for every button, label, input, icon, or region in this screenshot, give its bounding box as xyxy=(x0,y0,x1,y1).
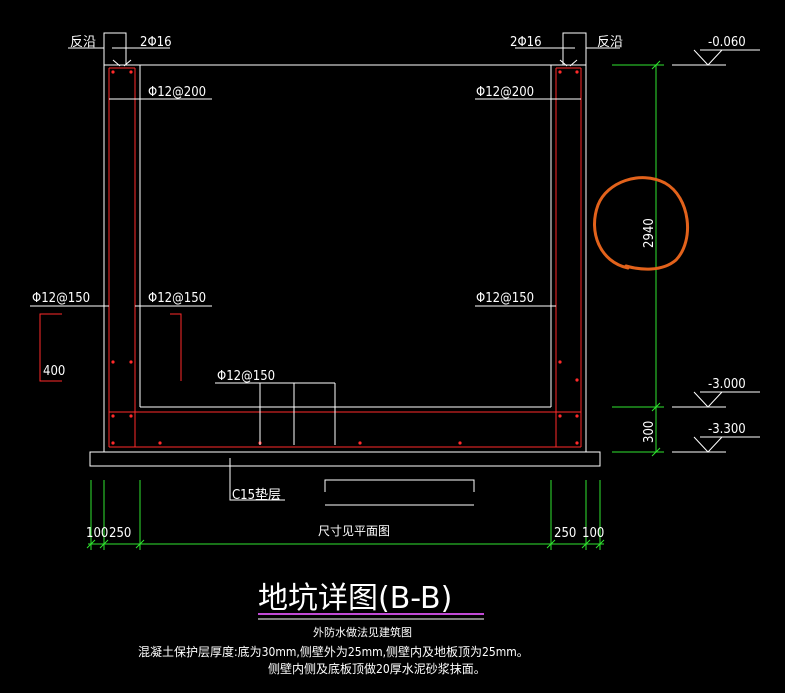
elevation-top: -0.060 xyxy=(708,35,746,50)
elevation-bottom: -3.300 xyxy=(708,422,746,437)
cushion-layer xyxy=(89,451,601,467)
dim-plan-note: 尺寸见平面图 xyxy=(318,524,390,538)
inner-bars-left-label: Φ12@150 xyxy=(148,291,206,306)
leader-arrows xyxy=(112,59,578,67)
anti-seal-right-label: 反沿 xyxy=(597,35,623,50)
note-line-2: 混凝土保护层厚度:底为30mm,侧壁外为25mm,侧壁内及地板顶为25mm。 xyxy=(138,644,529,659)
dim-left-100: 100 xyxy=(86,526,108,541)
dimensions xyxy=(86,60,664,550)
wall-bars-left-label: Φ12@200 xyxy=(148,85,206,100)
hook-length-label: 400 xyxy=(43,364,65,379)
dim-height-slab: 300 xyxy=(642,421,657,443)
rebar-dots xyxy=(111,70,579,445)
top-bars-right-label: 2Φ16 xyxy=(510,35,542,50)
wall-bars-right-label: Φ12@200 xyxy=(476,85,534,100)
top-bars-left-label: 2Φ16 xyxy=(140,35,172,50)
dim-left-250: 250 xyxy=(109,526,131,541)
drawing-title: 地坑详图(B-B) xyxy=(258,581,452,616)
cushion-label: C15垫层 xyxy=(232,487,281,503)
dim-height-main: 2940 xyxy=(642,218,657,248)
elevation-markers xyxy=(672,49,760,453)
outer-bars-left-label: Φ12@150 xyxy=(32,291,90,306)
dim-right-100: 100 xyxy=(582,526,604,541)
markup-circle xyxy=(593,176,690,271)
anti-seal-left-label: 反沿 xyxy=(70,35,96,50)
elevation-floor: -3.000 xyxy=(708,377,746,392)
bottom-bars-label: Φ12@150 xyxy=(217,369,275,384)
note-line-1: 外防水做法见建筑图 xyxy=(313,625,412,639)
inner-bars-right-label: Φ12@150 xyxy=(476,291,534,306)
note-line-3: 侧壁内侧及底板顶做20厚水泥砂浆抹面。 xyxy=(268,661,486,676)
dim-right-250: 250 xyxy=(554,526,576,541)
leader-lines xyxy=(30,47,620,506)
rebar xyxy=(39,67,582,448)
